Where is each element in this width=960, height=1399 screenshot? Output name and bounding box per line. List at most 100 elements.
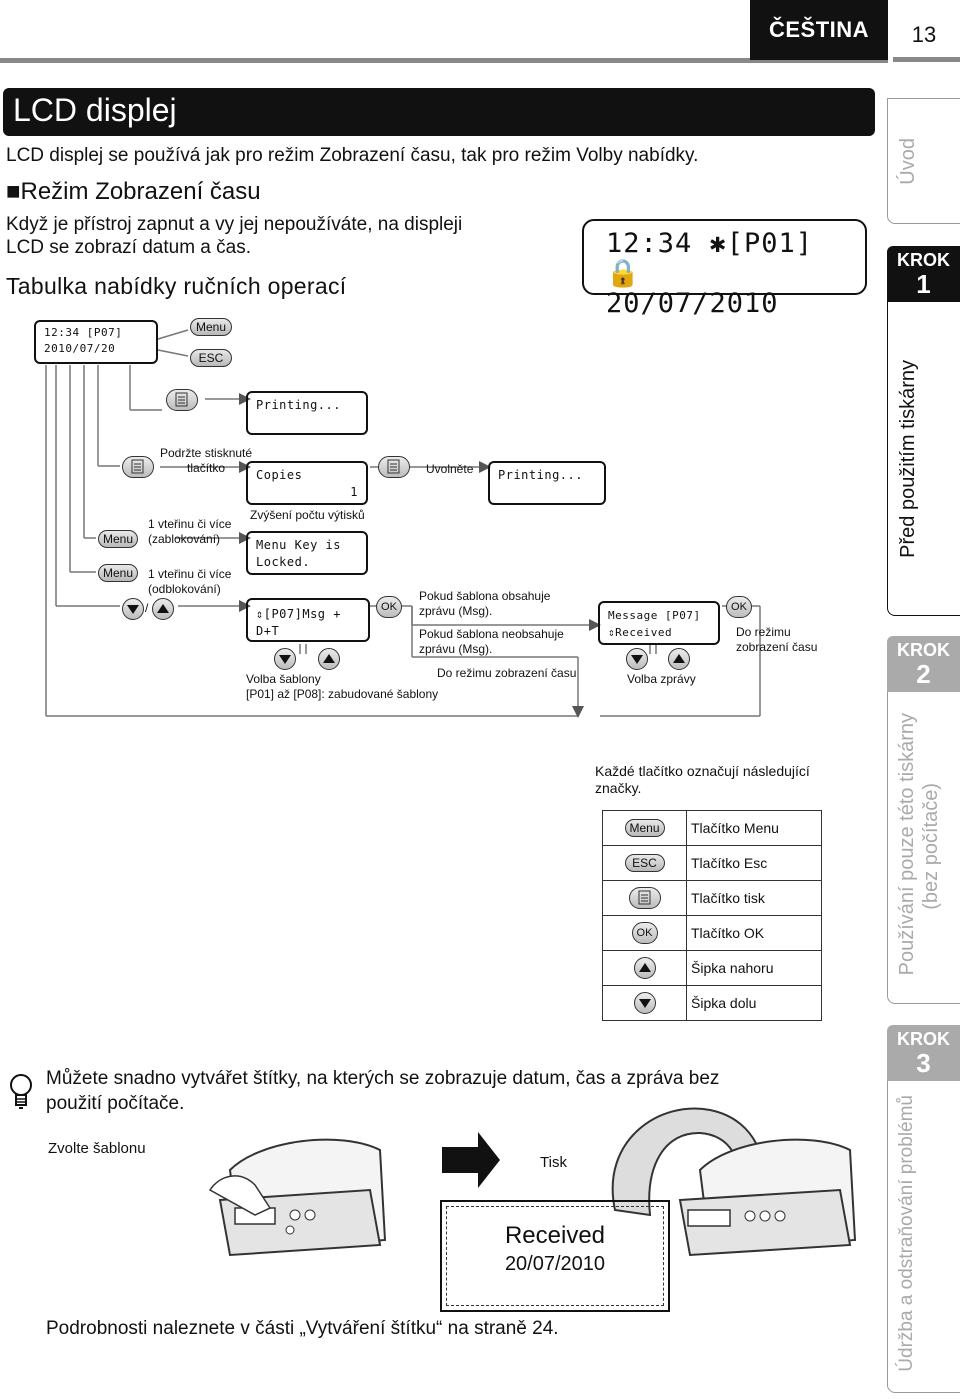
- lcd-message-line1: Message [P07]: [608, 609, 701, 622]
- legend-intro-line2: značky.: [595, 780, 642, 796]
- ok-button[interactable]: OK: [376, 596, 402, 618]
- lcd-copies: Copies 1: [246, 461, 368, 505]
- sidebar-intro-label: Úvod: [897, 138, 919, 185]
- section-heading: ■Režim Zobrazení času: [6, 178, 261, 206]
- unlock-label: 1 vteřinu či více (odblokování): [148, 567, 231, 597]
- legend-row: Šipka nahoru: [602, 950, 822, 986]
- tip-line2: použití počítače.: [46, 1093, 185, 1114]
- legend-label: Tlačítko Esc: [686, 845, 822, 881]
- legend-intro: Každé tlačítko označují následující znač…: [595, 763, 810, 797]
- table-heading: Tabulka nabídky ručních operací: [6, 273, 347, 299]
- unlock-label-line2: (odblokování): [148, 582, 221, 596]
- to-time-mode-label: Do režimu zobrazení času: [437, 666, 577, 680]
- release-label: Uvolněte: [426, 462, 474, 476]
- up-arrow-button-message[interactable]: [668, 648, 690, 670]
- legend-table: Menu Tlačítko Menu ESC Tlačítko Esc Tlač…: [602, 810, 822, 1021]
- printed-label-line1: Received: [504, 1222, 606, 1249]
- down-arrow-button-template[interactable]: [274, 648, 296, 670]
- lcd-copies-line1: Copies: [256, 468, 303, 482]
- if-not-line2: zprávu (Msg).: [419, 642, 493, 656]
- page-number: 13: [911, 22, 937, 47]
- sidebar-step3-title: Údržba a odstraňování problémů: [896, 1095, 917, 1372]
- print-button-hold[interactable]: [122, 456, 154, 478]
- menu-button-unlock[interactable]: Menu: [98, 564, 138, 582]
- lcd-locked-line2: Locked.: [256, 555, 311, 569]
- menu-button-lock[interactable]: Menu: [98, 530, 138, 548]
- menu-button[interactable]: Menu: [190, 318, 232, 336]
- lcd-locked: Menu Key is Locked.: [246, 531, 368, 575]
- template-select-line1: Volba šablony: [246, 672, 321, 686]
- to-time-mode-2-label: Do režimu zobrazení času: [736, 625, 817, 655]
- sidebar-krok-1[interactable]: KROK 1: [887, 246, 960, 302]
- to-time-mode-2-line2: zobrazení času: [736, 640, 818, 654]
- sidebar-step2-tab[interactable]: [887, 692, 960, 1004]
- lcd-locked-line1: Menu Key is: [256, 538, 341, 552]
- language-tab: ČEŠTINA: [750, 0, 888, 60]
- lcd-display-large: 12:34 ✱[P01]🔒 20/07/2010: [582, 219, 867, 319]
- sidebar-intro-tab[interactable]: [887, 98, 960, 224]
- lcd-copies-line2: 1: [350, 485, 358, 499]
- lcd-home-line2: 2010/07/20: [44, 342, 116, 355]
- krok-number: 3: [916, 1048, 931, 1078]
- reference-text: Podrobnosti naleznete v části „Vytváření…: [46, 1318, 559, 1339]
- print-button-release[interactable]: [378, 456, 410, 478]
- sidebar-step2-title-1: Používání pouze této tiskárny: [896, 713, 918, 976]
- print-icon: [175, 392, 188, 407]
- printed-label: Received 20/07/2010: [446, 1206, 664, 1306]
- section-heading-text: Režim Zobrazení času: [20, 178, 261, 205]
- up-arrow-icon: [323, 654, 335, 663]
- sidebar-step3-tab[interactable]: [887, 1081, 960, 1393]
- sidebar-krok-3[interactable]: KROK 3: [887, 1025, 960, 1081]
- krok-number: 1: [916, 269, 931, 299]
- lcd-printing-2: Printing...: [488, 461, 606, 505]
- hold-label-line1: Podržte stisknuté: [160, 446, 253, 460]
- lock-label-line2: (zablokování): [148, 532, 221, 546]
- krok-word: KROK: [897, 1029, 950, 1049]
- lcd-printing: Printing...: [246, 391, 368, 435]
- hold-label: Podržte stisknuté tlačítko: [160, 446, 252, 476]
- legend-row: OK Tlačítko OK: [602, 915, 822, 951]
- legend-row: Menu Tlačítko Menu: [602, 810, 822, 846]
- menu-icon: Menu: [624, 819, 665, 837]
- legend-label: Tlačítko OK: [686, 915, 822, 951]
- print-label: Tisk: [540, 1154, 567, 1171]
- up-arrow-button[interactable]: [152, 598, 174, 620]
- print-icon: [628, 887, 661, 909]
- ok-button-message[interactable]: OK: [726, 596, 752, 618]
- lcd-template: ⇕[P07]Msg + D+T: [246, 598, 370, 642]
- up-arrow-icon: [157, 604, 169, 613]
- up-arrow-icon: [673, 654, 685, 663]
- legend-label: Šipka dolu: [686, 985, 822, 1021]
- down-arrow-icon: [279, 655, 291, 664]
- down-arrow-button-message[interactable]: [626, 648, 648, 670]
- page-number-box: [893, 0, 960, 62]
- unlock-label-line1: 1 vteřinu či více: [148, 567, 232, 581]
- up-arrow-button-template[interactable]: [318, 648, 340, 670]
- esc-icon: ESC: [624, 854, 665, 872]
- esc-button[interactable]: ESC: [190, 349, 232, 367]
- slash-separator: /: [145, 601, 149, 615]
- printed-label-card: [440, 1200, 670, 1312]
- hold-label-line2: tlačítko: [187, 461, 226, 475]
- header-rule: [0, 58, 888, 63]
- sidebar-step1-title: Před použitím tiskárny: [897, 360, 919, 558]
- page-title: LCD displej: [3, 88, 875, 136]
- lcd-home: 12:34 [P07] 2010/07/20: [34, 320, 158, 364]
- legend-label: Tlačítko tisk: [686, 880, 822, 916]
- intro-text: LCD displej se používá jak pro režim Zob…: [6, 145, 699, 166]
- legend-label: Šipka nahoru: [686, 950, 822, 986]
- printer-illustration-left: [208, 1138, 387, 1257]
- sidebar-krok-2[interactable]: KROK 2: [887, 636, 960, 692]
- bullet-icon: ■: [6, 178, 21, 205]
- down-arrow-icon: [633, 992, 656, 1014]
- lcd-large-line2: 20/07/2010: [606, 288, 779, 319]
- down-arrow-button[interactable]: [122, 598, 144, 620]
- tip-line1: Můžete snadno vytvářet štítky, na kterýc…: [46, 1068, 720, 1089]
- lcd-message-line2: ⇕Received: [608, 626, 673, 639]
- if-contains-line2: zprávu (Msg).: [419, 604, 493, 618]
- sidebar-step1-tab[interactable]: [887, 302, 960, 616]
- print-button-icon[interactable]: [166, 389, 198, 411]
- lightbulb-icon: [10, 1074, 32, 1109]
- krok-word: KROK: [897, 640, 950, 660]
